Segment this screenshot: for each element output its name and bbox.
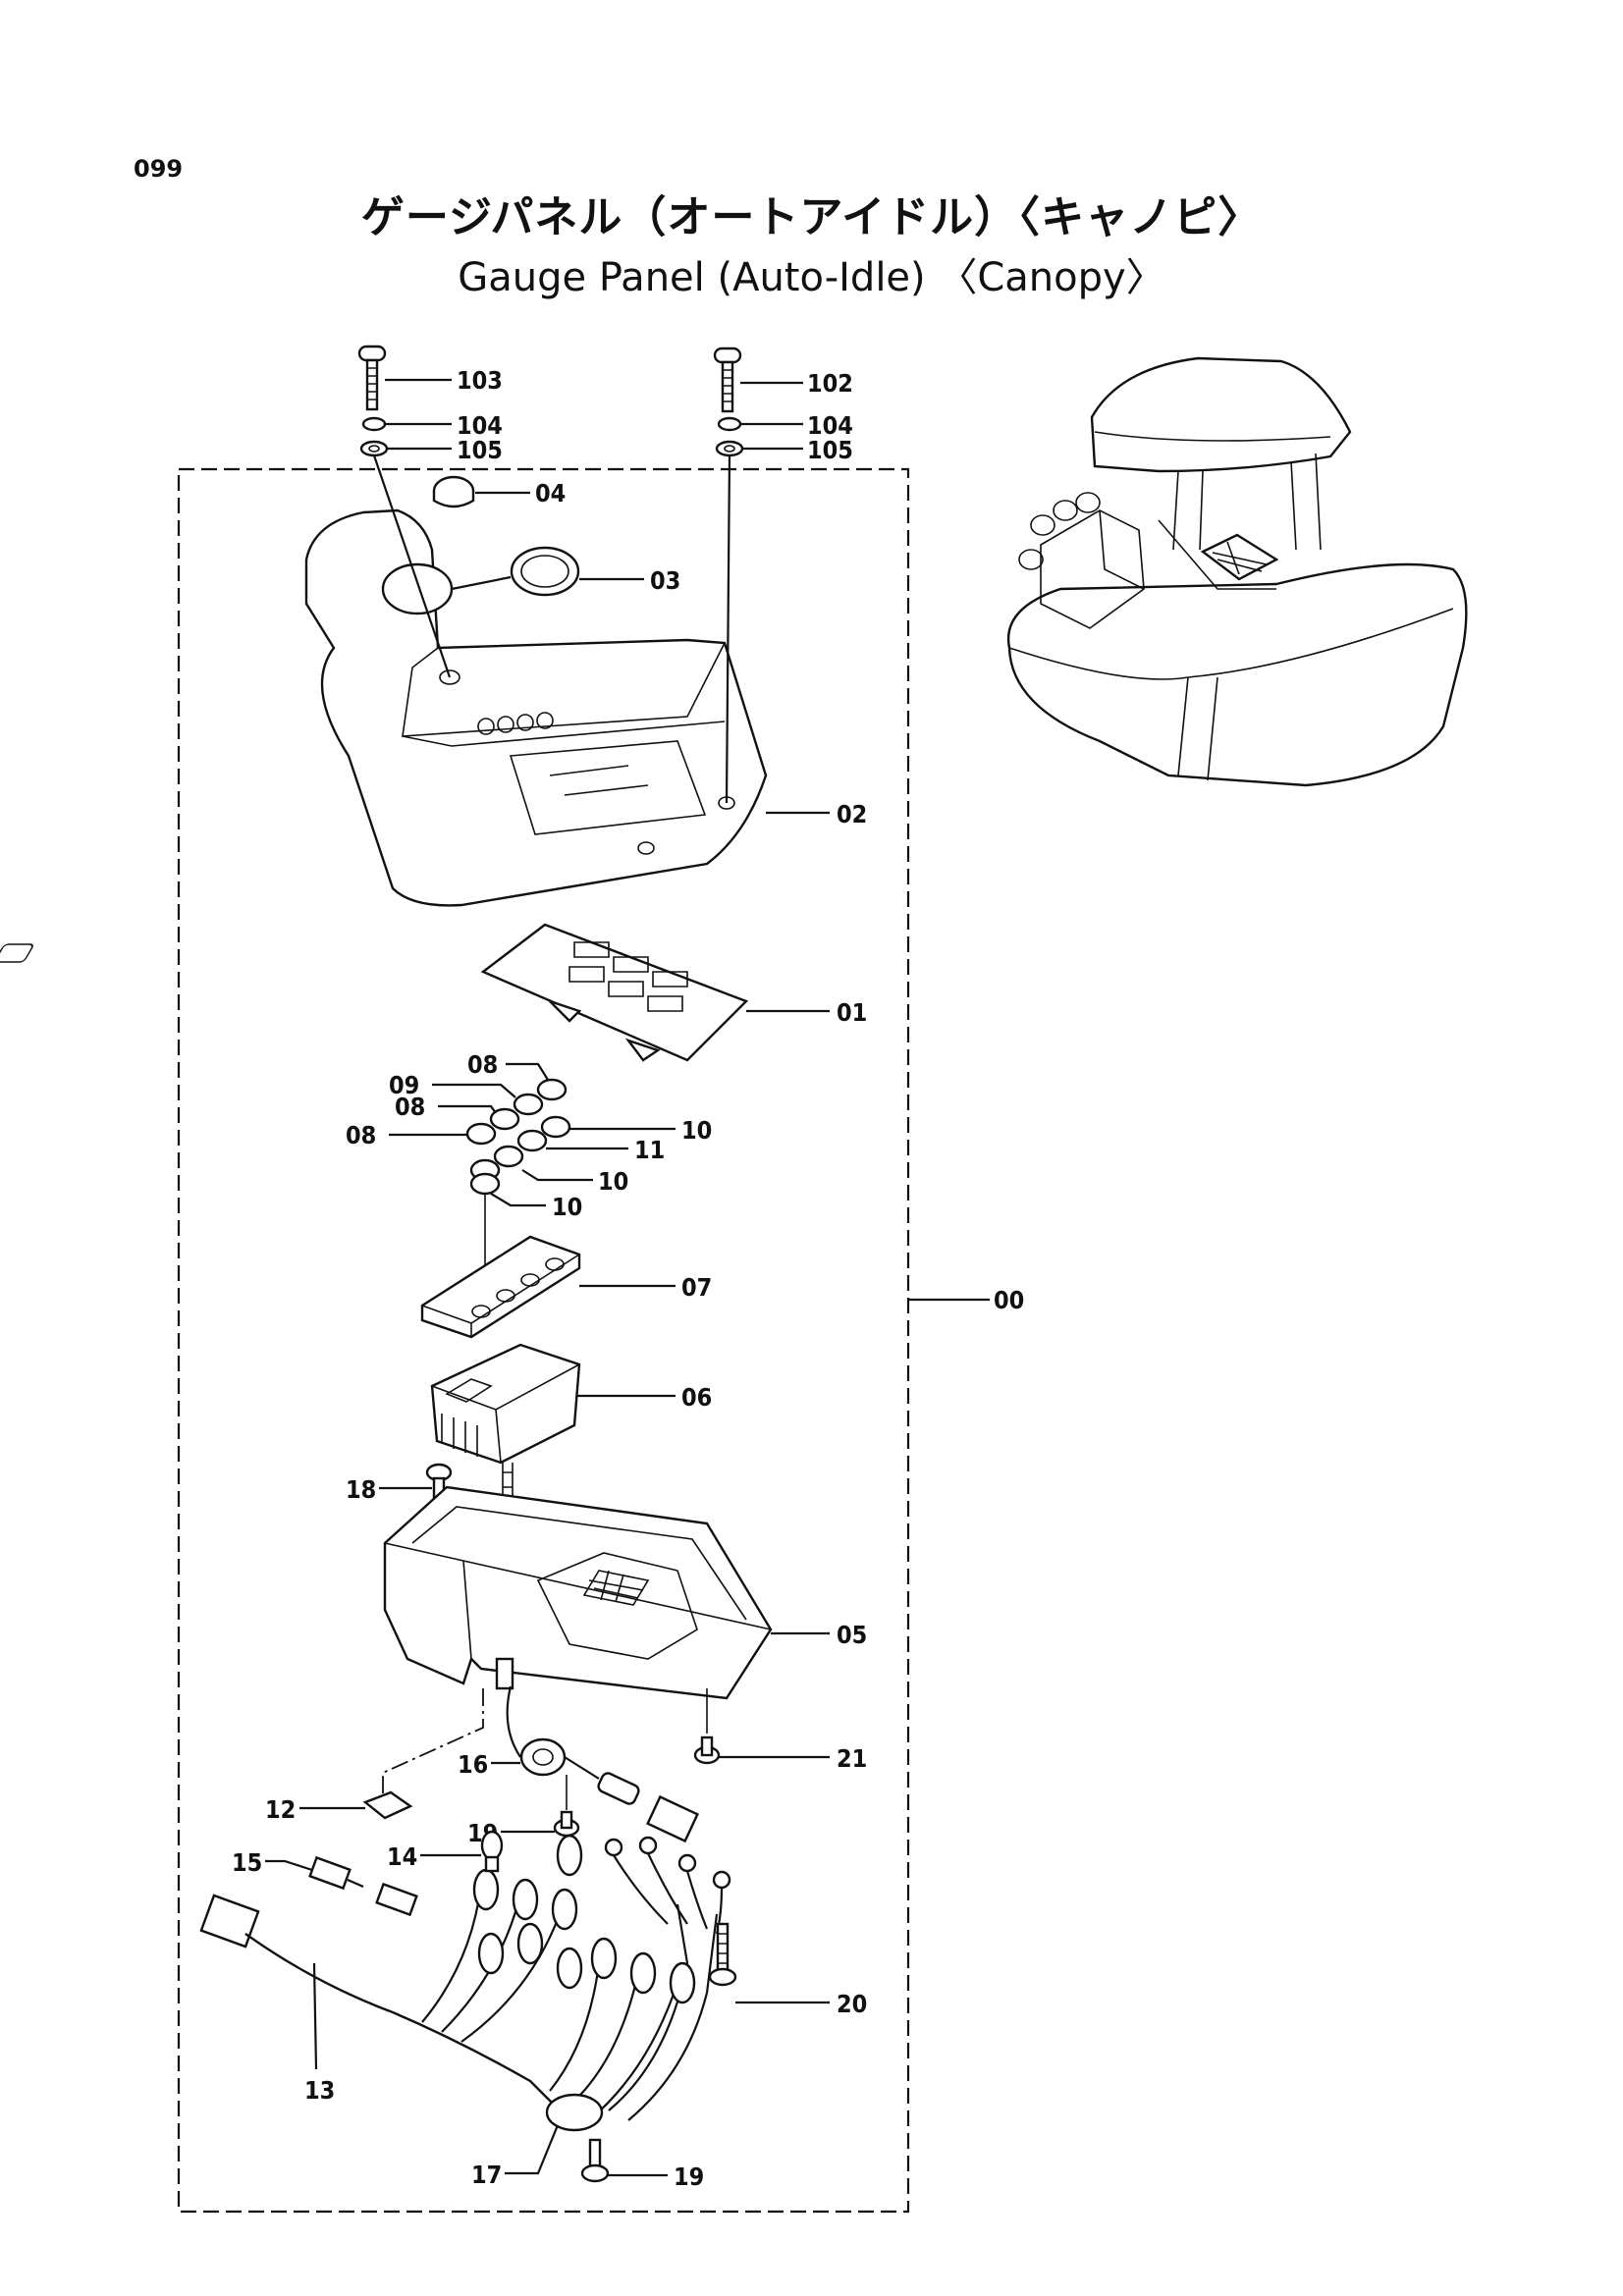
label-105b: 105	[807, 436, 853, 464]
label-104b: 104	[807, 411, 853, 440]
clamp-16-icon	[519, 1737, 567, 1777]
label-02: 02	[837, 800, 867, 828]
label-05: 05	[837, 1621, 867, 1649]
label-12: 12	[265, 1795, 296, 1824]
label-14: 14	[387, 1842, 417, 1871]
sockets-icon	[472, 1834, 696, 2004]
label-10a: 10	[681, 1116, 712, 1145]
label-09: 09	[389, 1071, 419, 1099]
label-17: 17	[471, 2161, 502, 2189]
label-11: 11	[634, 1136, 665, 1164]
holder-07-icon	[420, 1235, 581, 1339]
screw-103-icon	[357, 345, 387, 411]
buttons-icon	[465, 1078, 571, 1196]
label-01: 01	[837, 998, 867, 1027]
screw-21-icon	[693, 1688, 721, 1765]
case-05-icon	[383, 1485, 773, 1700]
label-102: 102	[807, 369, 853, 398]
ring-terminals-icon	[604, 1836, 731, 1935]
title-english: Gauge Panel (Auto-Idle) 〈Canopy〉	[458, 255, 1165, 300]
label-19b: 19	[674, 2163, 704, 2191]
label-15: 15	[232, 1848, 262, 1877]
label-105a: 105	[457, 436, 503, 464]
module-06-icon	[430, 1343, 581, 1465]
label-103: 103	[457, 366, 503, 395]
label-08c: 08	[346, 1121, 376, 1149]
bulb-14-icon	[480, 1830, 504, 1873]
label-10b: 10	[598, 1167, 628, 1196]
label-20: 20	[837, 1990, 867, 2018]
screw-20-icon	[708, 1922, 737, 1987]
panel-sheet-01-icon	[0, 923, 749, 1062]
label-16: 16	[458, 1750, 488, 1779]
label-04: 04	[535, 479, 566, 507]
label-07: 07	[681, 1273, 712, 1302]
label-06: 06	[681, 1383, 712, 1412]
washer-104a-icon	[361, 416, 387, 432]
screw-19a-icon	[553, 1775, 580, 1838]
washer-105a-icon	[359, 440, 389, 457]
label-13: 13	[304, 2076, 335, 2105]
label-08b: 08	[395, 1093, 425, 1121]
label-08a: 08	[467, 1050, 498, 1079]
title-japanese: ゲージパネル（オートアイドル）〈キャノピ〉	[360, 192, 1263, 242]
label-21: 21	[837, 1744, 867, 1773]
page-number: 099	[134, 155, 184, 183]
plug-15-icon	[308, 1855, 418, 1917]
assembly-boundary	[177, 467, 910, 2214]
label-10c: 10	[552, 1193, 582, 1221]
gauge-cover-02-icon	[304, 508, 768, 907]
pad-12-icon	[362, 1790, 413, 1820]
label-104a: 104	[457, 411, 503, 440]
protector-17-icon	[545, 2093, 604, 2132]
washer-104b-icon	[717, 416, 742, 432]
label-00: 00	[994, 1286, 1024, 1314]
washer-105b-icon	[715, 440, 744, 457]
harness-13-icon	[199, 1884, 719, 2121]
ring-03-icon	[510, 546, 580, 597]
cap-04-icon	[432, 475, 475, 508]
screw-19b-icon	[580, 2138, 610, 2183]
connector-icon	[597, 1772, 699, 1843]
screw-102-icon	[713, 347, 742, 413]
label-03: 03	[650, 566, 680, 595]
canopy-location-view-icon	[1006, 356, 1468, 787]
label-18: 18	[346, 1475, 376, 1504]
